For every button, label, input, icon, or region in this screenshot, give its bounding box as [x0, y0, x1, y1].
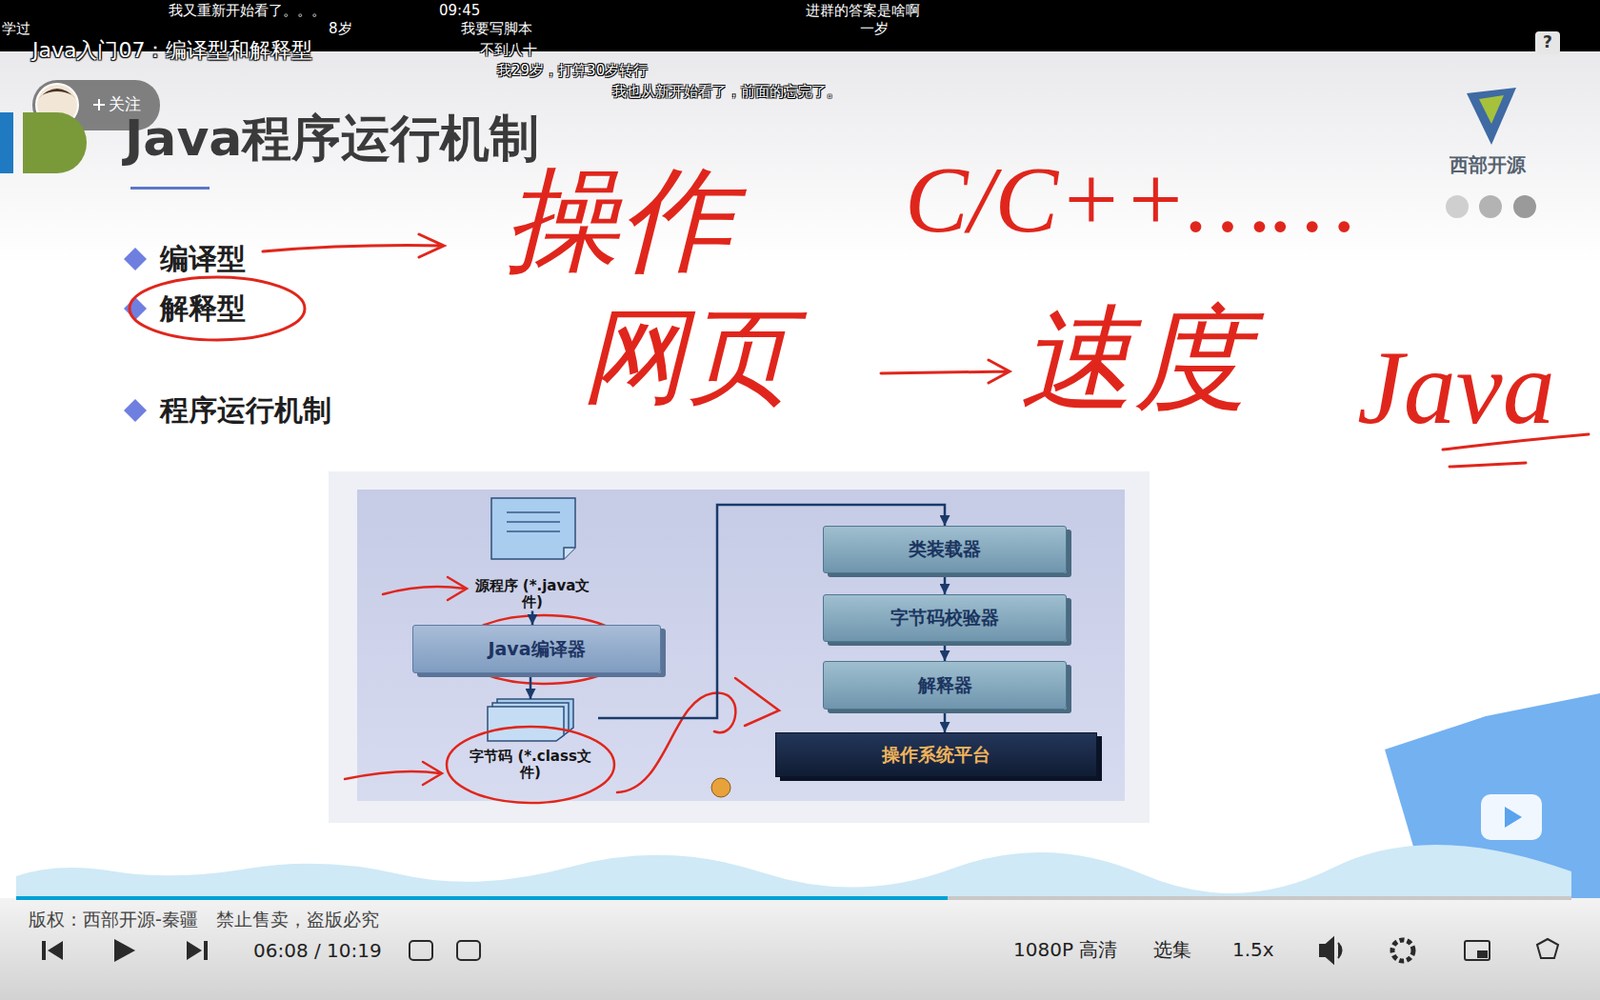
danmaku: 09:45	[439, 2, 480, 20]
next-icon	[186, 940, 208, 960]
flow-arrow	[943, 573, 947, 595]
node-label: 源程序 (*.java文件)	[464, 578, 600, 612]
danmaku: 我又重新开始看了。。。	[168, 2, 326, 20]
flow-arrow	[943, 709, 947, 733]
source-file-icon	[491, 498, 576, 560]
handwritten-note: 速度	[1020, 302, 1249, 418]
plus-icon	[93, 99, 105, 111]
handwritten-note: C/C++……	[904, 152, 1357, 248]
hand-arrow	[262, 234, 444, 258]
compiler-band: Java编译器	[412, 624, 661, 674]
danmaku: 我29岁，打算30岁转行	[497, 62, 648, 80]
bullet-diamond	[123, 399, 147, 422]
cursor-icon	[711, 778, 731, 798]
follow-button: 关注	[108, 95, 141, 115]
time-display: 06:08 / 10:19	[253, 940, 382, 962]
title-underline	[130, 186, 210, 190]
file-node: 字节码 (*.class文件)	[462, 699, 599, 782]
node-label: 类装载器	[908, 537, 981, 562]
node-label: 字节码 (*.class文件)	[462, 748, 599, 782]
danmaku: 学过	[1, 20, 31, 38]
bilibili-tv	[1480, 794, 1542, 840]
bullet-diamond	[123, 247, 147, 271]
help-mark: ?	[1542, 33, 1553, 53]
diagram-frame	[328, 471, 1150, 823]
logo-d	[22, 112, 87, 174]
danmaku: 进群的答案是啥啊	[805, 2, 920, 20]
progress-track	[16, 896, 1572, 900]
slide-dot	[1513, 195, 1537, 219]
progress-fill	[16, 896, 948, 900]
help-icon	[1535, 31, 1560, 55]
slide-ground	[0, 51, 1600, 899]
volume-icon	[1320, 938, 1342, 963]
settings-icon	[1392, 940, 1414, 961]
control-icons	[41, 938, 1559, 963]
process-band: 解释器	[822, 660, 1067, 710]
diagram-panel	[357, 489, 1125, 801]
danmaku-settings	[457, 940, 480, 960]
paper-fold	[563, 547, 576, 560]
flow-arrow	[943, 641, 947, 661]
copyright-note: 版权：西部开源-秦疆 禁止售卖，盗版必究	[28, 909, 380, 931]
hand-arrow	[880, 360, 1010, 383]
sheet	[487, 706, 564, 741]
slide-title: Java程序运行机制	[124, 110, 540, 168]
handwritten-note: Java	[1357, 335, 1556, 440]
video-title: Java入门07：编译型和解释型	[32, 38, 313, 62]
bullet-item: 解释型	[160, 292, 246, 326]
node-label: 字节码校验器	[890, 605, 1000, 631]
bullet-diamond	[123, 297, 147, 320]
flow-arrow	[531, 611, 535, 626]
bullet-item: 编译型	[160, 242, 246, 277]
node-label: 操作系统平台	[881, 742, 991, 768]
danmaku: 8岁	[328, 20, 353, 38]
quality-button: 1080P 高清	[1013, 939, 1118, 961]
control-ground	[0, 898, 1600, 1000]
paper-lines	[506, 512, 560, 532]
handwritten-note: 网页	[581, 304, 792, 410]
slide-dot	[1445, 195, 1469, 219]
node-label: 解释器	[918, 673, 973, 699]
platform-band: 操作系统平台	[775, 732, 1098, 778]
bullet-item: 程序运行机制	[160, 394, 332, 428]
danmaku: 我要写脚本	[460, 20, 533, 38]
play-icon	[114, 939, 136, 962]
danmaku-toggle	[409, 940, 433, 960]
danmaku: 不到八十	[480, 41, 538, 59]
hand-circle	[446, 726, 615, 803]
danmaku: 一岁	[860, 20, 889, 38]
hand-arrow	[382, 577, 467, 600]
brand-icon	[1466, 87, 1517, 145]
process-band: 字节码校验器	[822, 594, 1067, 642]
prev-icon	[41, 940, 63, 960]
bytecode-files-icon	[487, 699, 574, 741]
brand-icon-inner	[1479, 95, 1504, 124]
hand-squiggle	[617, 678, 780, 793]
process-band: 类装载器	[822, 525, 1067, 574]
hand-arrow	[344, 761, 442, 785]
file-node: 源程序 (*.java文件)	[464, 498, 600, 612]
avatar-hair	[38, 88, 77, 100]
hand-annotations	[129, 234, 1589, 467]
danmaku: 我也从新开始看了，前面的忘完了。	[612, 83, 841, 100]
pip-icon	[1464, 940, 1490, 960]
pip-inner	[1477, 950, 1488, 959]
slide-dot	[1479, 195, 1502, 219]
flow-arrow	[529, 673, 533, 700]
logo-bar	[0, 112, 14, 174]
diagram-hand-annotations	[344, 577, 780, 803]
handwritten-note: 操作	[504, 163, 734, 279]
bilibili-play	[1504, 806, 1522, 828]
hand-circle	[129, 277, 305, 340]
speed-button: 1.5x	[1232, 939, 1275, 961]
node-label: Java编译器	[487, 637, 585, 662]
episode-button: 选集	[1153, 939, 1192, 961]
paper	[491, 498, 576, 560]
brand-name: 西部开源	[1449, 154, 1526, 177]
fullscreen-icon	[1537, 939, 1559, 959]
waveform	[16, 844, 1572, 899]
